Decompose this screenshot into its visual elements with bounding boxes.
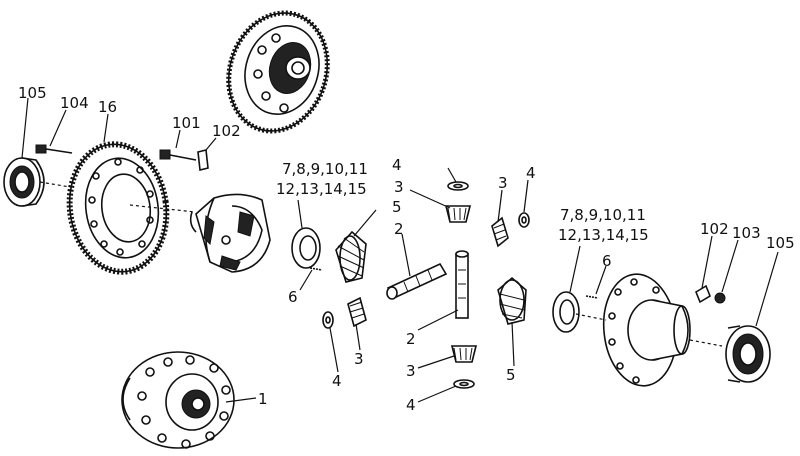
side-gear-5-left: [335, 230, 367, 283]
label-16: 16: [98, 98, 117, 116]
label-3-right: 3: [498, 174, 508, 192]
washer-4-top: [447, 181, 469, 191]
differential-case-right: [602, 273, 691, 387]
pinion-gear-3-left: [347, 296, 367, 328]
label-washer-left-line1: 7,8,9,10,11: [282, 160, 368, 178]
crown-wheel-top: [226, 10, 330, 134]
vertical-shaft: [455, 250, 469, 319]
washer-4-right: [518, 212, 530, 228]
thrust-washer-left: [291, 227, 321, 269]
washer-4-bottom: [453, 379, 475, 389]
pinion-gear-3-bottom: [450, 345, 478, 363]
pinion-gear-3-right: [491, 216, 509, 248]
cross-shaft-2: [386, 262, 448, 300]
leader-lines: [21, 97, 779, 403]
label-4-left: 4: [332, 372, 342, 390]
label-105-left: 105: [18, 84, 47, 102]
lock-plate-102-right: [695, 284, 711, 304]
label-5-left: 5: [392, 198, 402, 216]
label-3-bottom: 3: [406, 362, 416, 380]
pinion-gear-3-top: [444, 205, 472, 223]
label-102-right: 102: [700, 220, 729, 238]
label-3-left: 3: [354, 350, 364, 368]
ring-gear-16: [66, 141, 170, 275]
label-5-right: 5: [506, 366, 516, 384]
bearing-105-right: [725, 325, 771, 383]
part-labels: 105 104 16 101 102 7,8,9,10,11 12,13,14,…: [18, 84, 795, 414]
label-washer-left-line2: 12,13,14,15: [276, 180, 367, 198]
label-104: 104: [60, 94, 89, 112]
assembled-case-1: [121, 351, 235, 449]
bearing-105-left: [3, 157, 45, 207]
label-3-top: 3: [394, 178, 404, 196]
thrust-washer-right: [552, 291, 580, 333]
label-washer-right-line1: 7,8,9,10,11: [560, 206, 646, 224]
label-103: 103: [732, 224, 761, 242]
label-105-right: 105: [766, 234, 795, 252]
label-2-bottom: 2: [406, 330, 416, 348]
side-gear-5-right: [497, 276, 527, 325]
label-101: 101: [172, 114, 201, 132]
lock-plate-102-left: [197, 149, 209, 171]
label-1: 1: [258, 390, 268, 408]
bolt-101: [159, 149, 197, 161]
label-washer-right-line2: 12,13,14,15: [558, 226, 649, 244]
pin-6-left: [309, 267, 323, 271]
label-4-bottom: 4: [406, 396, 416, 414]
label-6-left: 6: [288, 288, 298, 306]
label-4-right: 4: [526, 164, 536, 182]
bolt-104: [35, 144, 73, 154]
pin-6-right: [585, 295, 599, 299]
label-6-right: 6: [602, 252, 612, 270]
label-2-top: 2: [394, 220, 404, 238]
washer-4-left: [322, 311, 334, 329]
differential-case-left: [189, 193, 271, 273]
label-4-top: 4: [392, 156, 402, 174]
nut-103: [714, 292, 726, 304]
label-102-left: 102: [212, 122, 241, 140]
